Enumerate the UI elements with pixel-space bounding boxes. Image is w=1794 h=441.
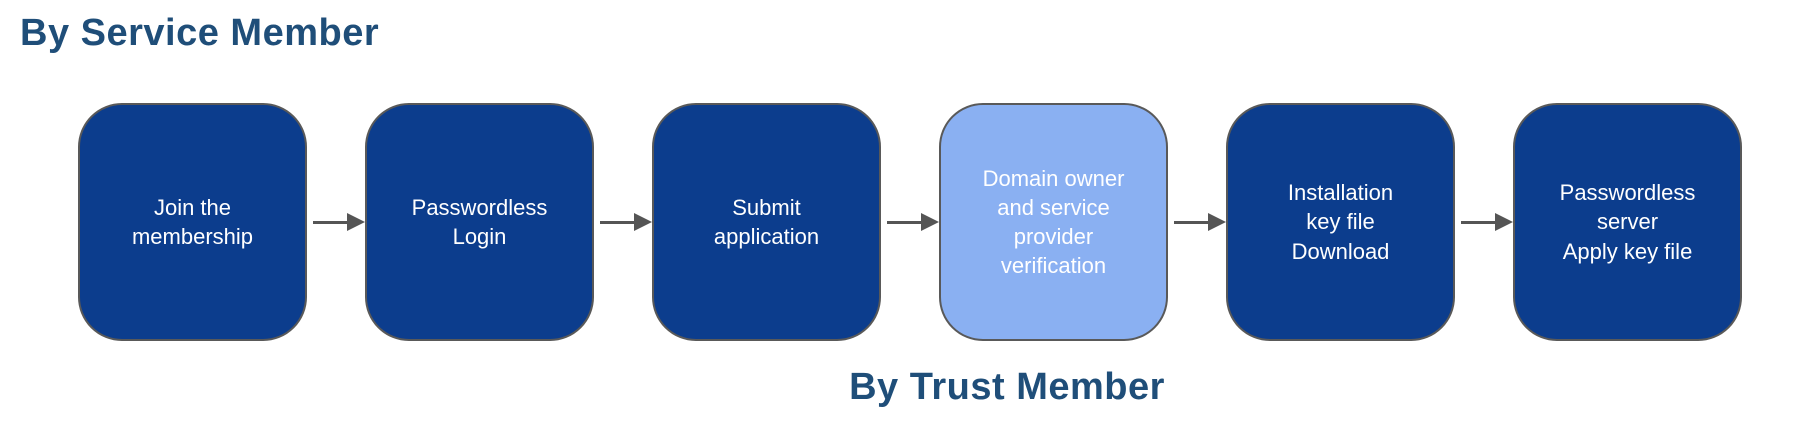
diagram-title-by-trust-member: By Trust Member — [849, 366, 1165, 408]
flow-step-submit-application: Submit application — [652, 103, 881, 341]
flow-step-join-membership: Join the membership — [78, 103, 307, 341]
diagram-title-by-service-member: By Service Member — [20, 12, 380, 54]
flow-row: Join the membership Passwordless Login S… — [78, 103, 1742, 341]
flow-step-passwordless-login: Passwordless Login — [365, 103, 594, 341]
flow-step-installation-key-download: Installation key file Download — [1226, 103, 1455, 341]
flow-step-domain-owner-verification: Domain owner and service provider verifi… — [939, 103, 1168, 341]
flow-step-passwordless-server-apply: Passwordless server Apply key file — [1513, 103, 1742, 341]
